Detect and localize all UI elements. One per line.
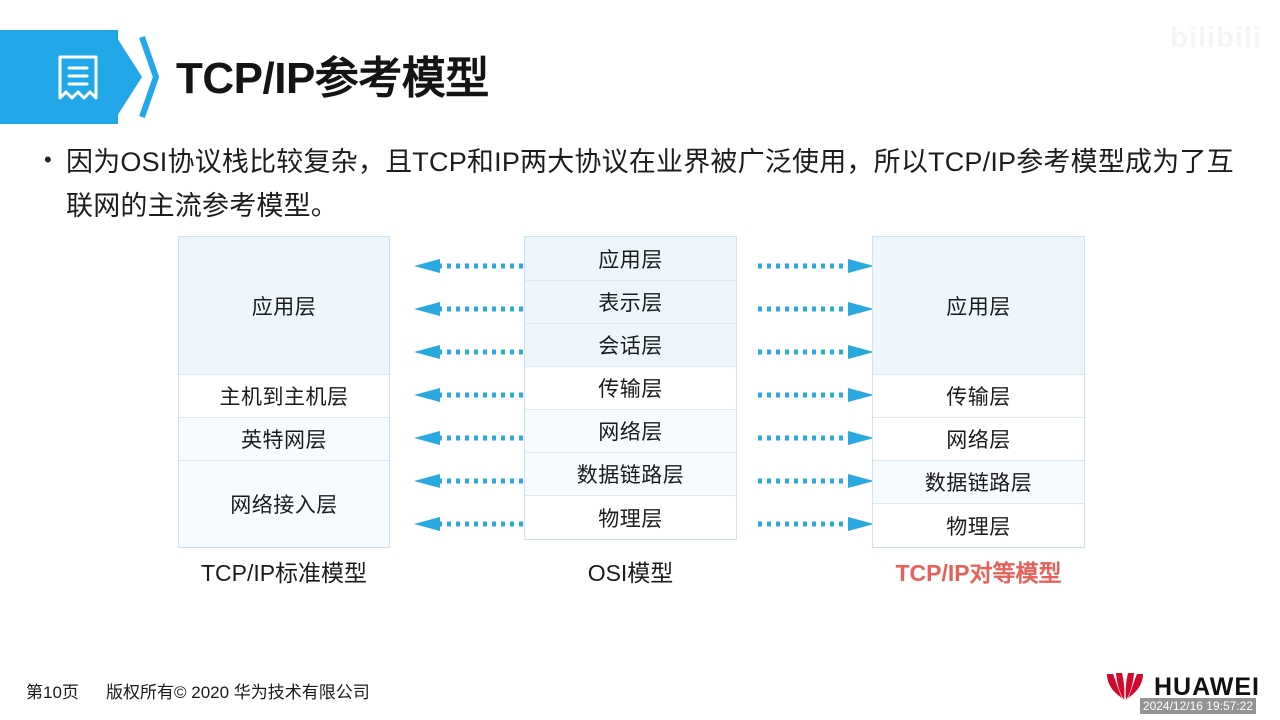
layer-label: 应用层 (946, 295, 1011, 319)
column-label-tcpip-peer: TCP/IP对等模型 (895, 560, 1062, 586)
arrow-right-icon (756, 388, 876, 402)
layer-stack: 应用层传输层网络层数据链路层物理层 (872, 236, 1085, 548)
layer-box: 英特网层 (179, 418, 389, 461)
layer-label: 物理层 (946, 515, 1011, 539)
arrow-right-icon (756, 302, 876, 316)
layer-box: 应用层 (525, 237, 736, 281)
osi-tcpip-comparison-diagram: 应用层主机到主机层英特网层网络接入层 TCP/IP标准模型 应用层表示层会话层传… (0, 236, 1280, 596)
layer-label: 表示层 (598, 292, 663, 315)
copyright-text: 版权所有© 2020 华为技术有限公司 (106, 683, 370, 702)
layer-box: 会话层 (525, 324, 736, 367)
huawei-logo: HUAWEI (1104, 672, 1260, 702)
layer-box: 物理层 (873, 504, 1084, 547)
layer-label: 数据链路层 (576, 464, 685, 487)
arrow-left-icon (412, 431, 532, 445)
layer-box: 物理层 (525, 496, 736, 539)
layer-box: 网络层 (873, 418, 1084, 461)
layer-box: 传输层 (873, 375, 1084, 418)
document-receipt-icon (58, 55, 98, 100)
bullet-marker: • (44, 147, 52, 172)
column-tcpip-standard: 应用层主机到主机层英特网层网络接入层 TCP/IP标准模型 (178, 236, 390, 586)
layer-box: 主机到主机层 (179, 375, 389, 418)
banner-chevron-icon (139, 36, 159, 118)
page-title: TCP/IP参考模型 (176, 54, 489, 103)
layer-stack: 应用层主机到主机层英特网层网络接入层 (178, 236, 390, 548)
huawei-wordmark: HUAWEI (1154, 672, 1260, 701)
column-tcpip-peer: 应用层传输层网络层数据链路层物理层 TCP/IP对等模型 (872, 236, 1085, 586)
arrow-right-icon (756, 474, 876, 488)
layer-box: 数据链路层 (525, 453, 736, 496)
layer-label: 主机到主机层 (219, 386, 349, 409)
banner-arrow-tip (112, 30, 142, 124)
slide-header: TCP/IP参考模型 bilibili (0, 0, 1280, 128)
arrow-left-icon (412, 302, 532, 316)
arrow-left-icon (412, 474, 532, 488)
column-label-osi: OSI模型 (587, 560, 674, 586)
arrow-right-icon (756, 259, 876, 273)
title-banner (0, 30, 159, 124)
layer-box: 网络接入层 (179, 461, 389, 547)
layer-box: 表示层 (525, 281, 736, 324)
arrows-left-group (412, 236, 532, 548)
layer-box: 网络层 (525, 410, 736, 453)
page-number: 第10页 (26, 683, 79, 702)
layer-box: 数据链路层 (873, 461, 1084, 504)
layer-label: 传输层 (598, 378, 663, 401)
column-label-tcpip-standard: TCP/IP标准模型 (200, 560, 368, 586)
layer-label: 传输层 (946, 386, 1011, 409)
layer-label: 数据链路层 (924, 472, 1033, 495)
arrow-left-icon (412, 345, 532, 359)
arrow-left-icon (412, 517, 532, 531)
arrow-right-icon (756, 517, 876, 531)
layer-label: 应用层 (251, 295, 317, 319)
recording-timestamp: 2024/12/16 19:57:22 (1139, 698, 1256, 714)
layer-label: 网络接入层 (230, 494, 338, 517)
layer-label: 物理层 (598, 507, 663, 531)
paragraph-text: 因为OSI协议栈比较复杂，且TCP和IP两大协议在业界被广泛使用，所以TCP/I… (66, 147, 1234, 221)
column-osi: 应用层表示层会话层传输层网络层数据链路层物理层 OSI模型 (524, 236, 737, 586)
arrow-right-icon (756, 431, 876, 445)
layer-label: 英特网层 (241, 429, 327, 452)
layer-box: 应用层 (873, 237, 1084, 375)
slide-footer: 第10页 版权所有© 2020 华为技术有限公司 HUAWEI 2024/12/… (0, 660, 1280, 720)
layer-label: 应用层 (598, 248, 663, 272)
bilibili-watermark: bilibili (1170, 22, 1262, 54)
arrow-right-icon (756, 345, 876, 359)
layer-label: 网络层 (946, 429, 1011, 452)
layer-box: 应用层 (179, 237, 389, 375)
layer-box: 传输层 (525, 367, 736, 410)
layer-label: 会话层 (598, 335, 663, 358)
layer-stack: 应用层表示层会话层传输层网络层数据链路层物理层 (524, 236, 737, 540)
layer-label: 网络层 (598, 421, 663, 444)
arrows-right-group (756, 236, 876, 548)
huawei-flower-icon (1107, 673, 1143, 700)
arrow-left-icon (412, 388, 532, 402)
bullet-paragraph: • 因为OSI协议栈比较复杂，且TCP和IP两大协议在业界被广泛使用，所以TCP… (44, 140, 1244, 228)
arrow-left-icon (412, 259, 532, 273)
